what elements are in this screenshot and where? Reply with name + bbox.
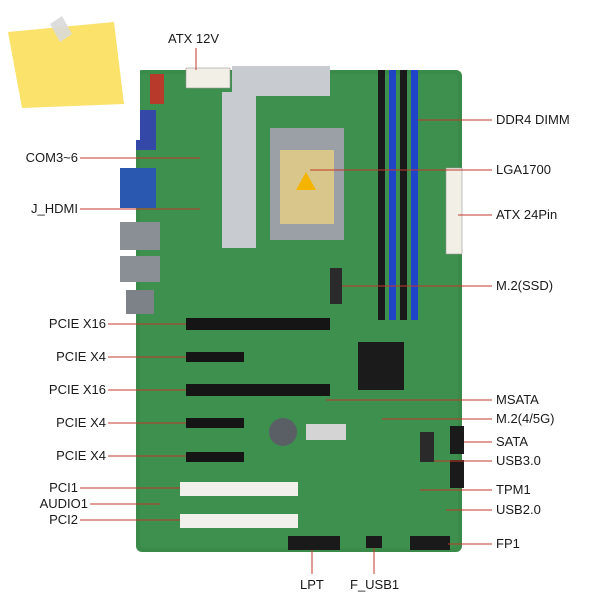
io-usb-port [150, 74, 164, 104]
sticky-note-icon [8, 16, 124, 108]
io-lan-port-1 [120, 222, 160, 250]
bios-battery [269, 418, 297, 446]
label-lga: LGA1700 [496, 162, 551, 177]
label-com: COM3~6 [25, 150, 78, 165]
pcie-x4-slot-1 [186, 352, 244, 362]
top-left-panel [0, 0, 140, 140]
lpt-connector [288, 536, 340, 550]
pcie-x4-slot-2 [186, 418, 244, 428]
label-msata: MSATA [496, 392, 539, 407]
pci-slot-1 [180, 482, 298, 496]
io-com-port [120, 168, 156, 208]
m2-ssd-connector [330, 268, 342, 304]
label-pcie16a: PCIE X16 [48, 316, 106, 331]
pci-slot-2 [180, 514, 298, 528]
pcie-x16-slot-1 [186, 318, 330, 330]
sata-connector-2 [450, 460, 464, 488]
label-audio1: AUDIO1 [39, 496, 88, 511]
label-fusb1: F_USB1 [350, 577, 400, 592]
label-jhdmi: J_HDMI [31, 201, 78, 216]
io-lan-port-2 [120, 256, 160, 282]
label-tpm1: TPM1 [496, 482, 531, 497]
pch-heatsink [358, 342, 404, 390]
pcie-x4-slot-3 [186, 452, 244, 462]
label-pcie4b: PCIE X4 [56, 415, 106, 430]
pcie-x16-slot-2 [186, 384, 330, 396]
label-atx12v: ATX 12V [168, 31, 220, 46]
vrm-heatsink-top [232, 66, 330, 96]
label-ddr4: DDR4 DIMM [496, 112, 570, 127]
warning-triangle [296, 172, 316, 190]
dimm-slot-3 [400, 70, 407, 320]
vrm-heatsink-left [222, 92, 256, 248]
label-atx24: ATX 24Pin [496, 207, 558, 222]
label-usb20: USB2.0 [496, 502, 541, 517]
dimm-slot-4 [411, 70, 418, 320]
label-lpt: LPT [300, 577, 324, 592]
label-pcie4c: PCIE X4 [56, 448, 106, 463]
label-pci2: PCI2 [49, 512, 78, 527]
atx12v-connector [185, 67, 231, 89]
label-sata: SATA [496, 434, 529, 449]
usb3-header [420, 432, 434, 462]
label-m2ssd: M.2(SSD) [496, 278, 554, 293]
io-vga-port [136, 110, 156, 150]
dimm-slot-1 [378, 70, 385, 320]
label-pcie4a: PCIE X4 [56, 349, 106, 364]
fusb1-header [366, 536, 382, 548]
label-fp1: FP1 [496, 536, 520, 551]
label-pcie16b: PCIE X16 [48, 382, 106, 397]
label-m2-45g: M.2(4/5G) [496, 411, 555, 426]
msata-connector [306, 424, 346, 440]
label-usb30: USB3.0 [496, 453, 541, 468]
label-pci1: PCI1 [49, 480, 78, 495]
atx24-connector [445, 167, 463, 255]
fp1-header [410, 536, 450, 550]
sata-connector-1 [450, 426, 464, 454]
dimm-slot-2 [389, 70, 396, 320]
io-audio-port [126, 290, 154, 314]
